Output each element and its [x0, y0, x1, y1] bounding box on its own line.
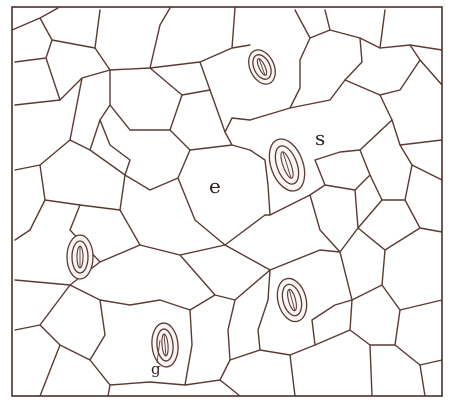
guard-cell-label: g — [151, 362, 161, 377]
stoma-left — [67, 235, 93, 279]
diagram-frame — [12, 7, 442, 396]
stoma-right — [273, 275, 311, 325]
epidermal-cell-walls — [12, 8, 442, 396]
epidermal-cell-label: e — [209, 176, 221, 196]
stoma-top — [244, 46, 281, 89]
stoma-s — [263, 134, 312, 196]
stoma-label: s — [315, 128, 325, 148]
